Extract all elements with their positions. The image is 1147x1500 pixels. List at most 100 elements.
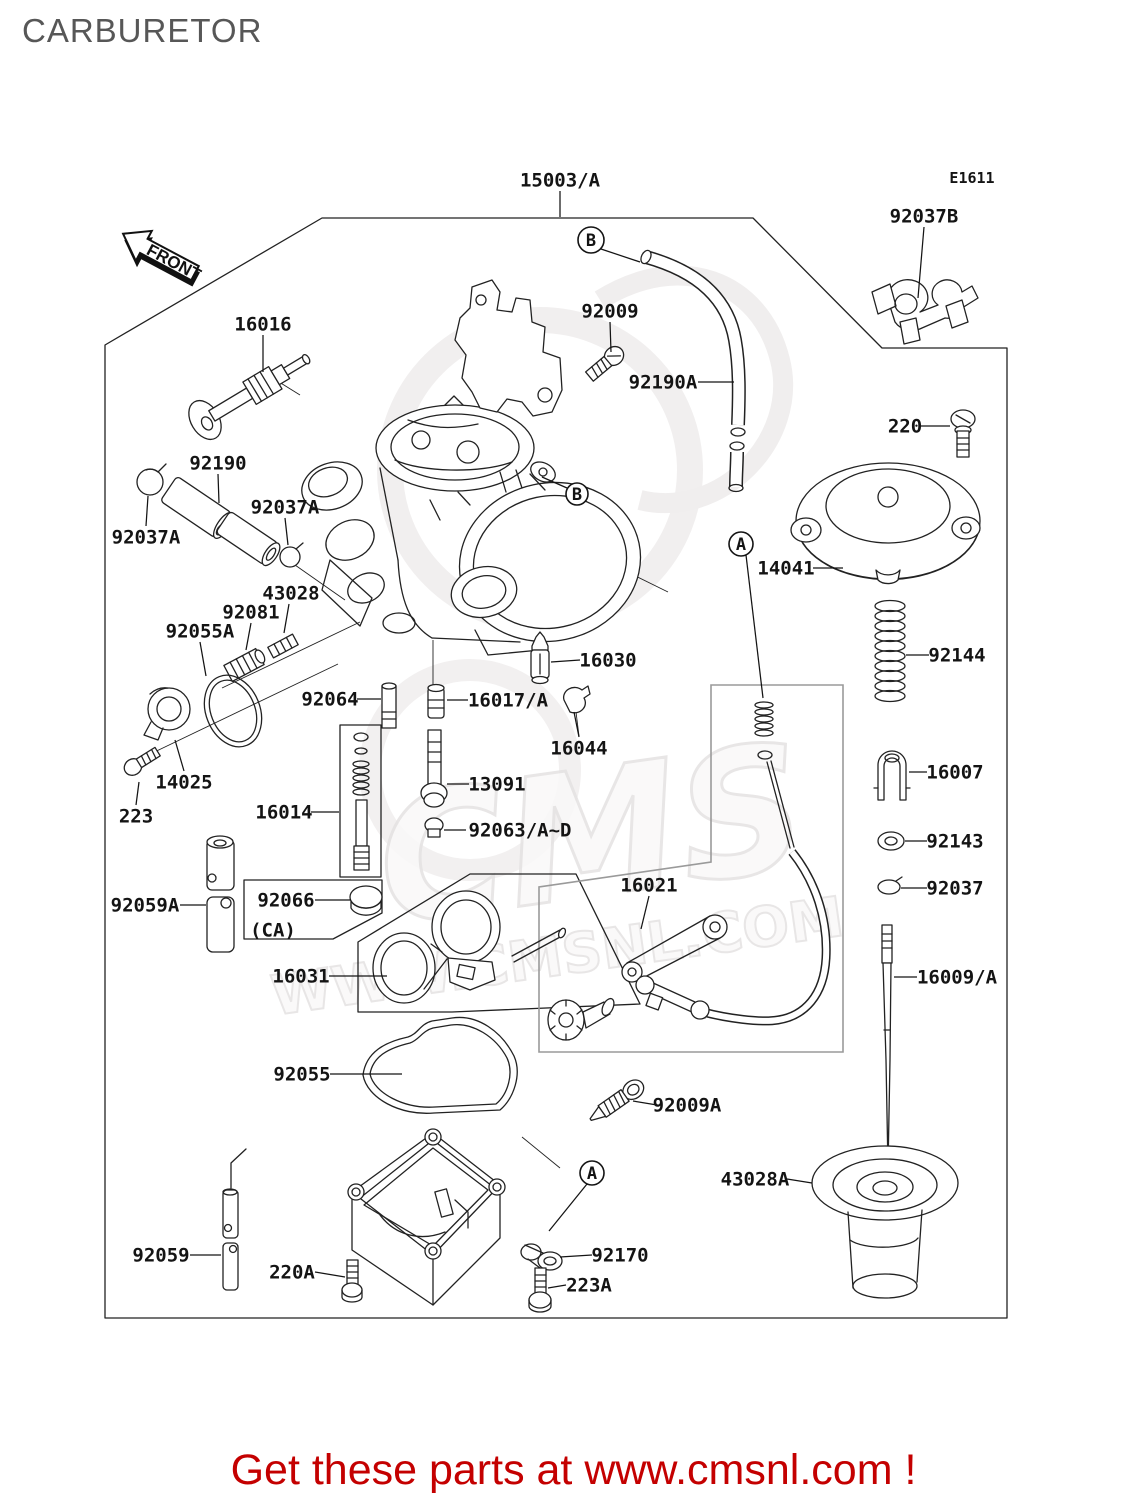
screw-223a bbox=[528, 1267, 552, 1313]
jet-16017a bbox=[427, 683, 445, 719]
part-label-223A: 223A bbox=[566, 1275, 612, 1297]
part-label-92190A: 92190A bbox=[629, 372, 698, 394]
needle-jet-16014 bbox=[352, 732, 370, 871]
callout-letter-a: A bbox=[736, 535, 746, 555]
bracket-92170 bbox=[520, 1243, 563, 1271]
cover-14041 bbox=[790, 462, 981, 585]
bolt-13091 bbox=[420, 729, 448, 808]
bracket bbox=[454, 279, 563, 417]
part-label-92170: 92170 bbox=[591, 1245, 648, 1267]
part-label-16016: 16016 bbox=[234, 314, 291, 336]
oring-92037 bbox=[877, 876, 903, 895]
float-bowl bbox=[347, 1128, 506, 1306]
part-label-92144: 92144 bbox=[928, 645, 985, 667]
clip-92037a-2 bbox=[279, 542, 304, 568]
part-label-92037: 92037 bbox=[926, 878, 983, 900]
part-label-92190: 92190 bbox=[189, 453, 246, 475]
tube-92059 bbox=[222, 1148, 247, 1291]
part-label-92009: 92009 bbox=[581, 301, 638, 323]
clip-16044 bbox=[562, 685, 591, 714]
part-label-16031: 16031 bbox=[272, 966, 329, 988]
clamp-92037b bbox=[871, 279, 979, 345]
screw-223 bbox=[123, 746, 161, 776]
part-label-14041: 14041 bbox=[757, 558, 814, 580]
callout-b bbox=[565, 482, 589, 506]
part-label-92064: 92064 bbox=[301, 689, 358, 711]
part-label-CA: (CA) bbox=[250, 920, 296, 942]
tube-92190 bbox=[161, 477, 281, 567]
plug-92066 bbox=[349, 885, 383, 916]
box-16021 bbox=[538, 684, 844, 1053]
cable-assy-16021 bbox=[547, 701, 831, 1041]
part-label-92055A: 92055A bbox=[166, 621, 235, 643]
part-label-13091: 13091 bbox=[468, 774, 525, 796]
bracket-hole bbox=[537, 387, 553, 403]
part-label-92143: 92143 bbox=[926, 831, 983, 853]
callout-a bbox=[728, 531, 754, 557]
bracket-hole2 bbox=[475, 294, 487, 306]
part-label-43028: 43028 bbox=[262, 583, 319, 605]
box-16014 bbox=[339, 724, 382, 878]
part-label-15003A: 15003/A bbox=[520, 170, 601, 192]
page-title: CARBURETOR bbox=[22, 12, 263, 49]
part-label-14025: 14025 bbox=[155, 772, 212, 794]
screw-92009 bbox=[584, 345, 625, 382]
hose-92190a bbox=[640, 249, 746, 493]
jet-92081 bbox=[223, 647, 266, 683]
callout-letter-b: B bbox=[572, 485, 582, 505]
seat-14025 bbox=[143, 687, 191, 741]
part-label-16014: 16014 bbox=[255, 802, 312, 824]
part-label-16007: 16007 bbox=[926, 762, 983, 784]
part-label-220: 220 bbox=[888, 416, 922, 438]
throttle-slide-16031 bbox=[372, 890, 567, 1004]
part-label-16044: 16044 bbox=[550, 738, 607, 760]
part-label-16009A: 16009/A bbox=[917, 967, 998, 989]
tubes-92059a bbox=[206, 835, 235, 953]
part-label-92037A: 92037A bbox=[251, 497, 320, 519]
screw-92009a bbox=[589, 1079, 645, 1122]
spring-92144 bbox=[874, 599, 906, 703]
part-label-92037A: 92037A bbox=[112, 527, 181, 549]
part-label-92059: 92059 bbox=[132, 1245, 189, 1267]
box-16031 bbox=[357, 873, 641, 1013]
carburetor-body bbox=[301, 395, 642, 656]
callout-letter-a: A bbox=[587, 1164, 597, 1184]
oring-92055a bbox=[203, 674, 263, 748]
holder-16007 bbox=[873, 750, 911, 801]
part-label-16021: 16021 bbox=[620, 875, 677, 897]
gasket-92055 bbox=[362, 1016, 518, 1114]
part-label-92055: 92055 bbox=[273, 1064, 330, 1086]
part-label-92063AD: 92063/A~D bbox=[469, 820, 572, 842]
part-label-220A: 220A bbox=[269, 1262, 315, 1284]
part-label-92037B: 92037B bbox=[890, 206, 959, 228]
plunger-16016 bbox=[188, 354, 311, 441]
part-label-223: 223 bbox=[119, 806, 153, 828]
part-label-16017A: 16017/A bbox=[468, 690, 549, 712]
diaphragm-43028a bbox=[811, 1145, 959, 1299]
part-label-16030: 16030 bbox=[579, 650, 636, 672]
jet-92064 bbox=[381, 682, 397, 729]
part-label-92009A: 92009A bbox=[653, 1095, 722, 1117]
plug-92063 bbox=[424, 817, 444, 838]
part-label-92081: 92081 bbox=[222, 602, 279, 624]
front-arrow: FRONT bbox=[121, 229, 205, 287]
callout-b bbox=[577, 226, 605, 254]
washer-92143 bbox=[877, 831, 905, 851]
valve-16030 bbox=[530, 631, 550, 685]
screw-220a bbox=[341, 1259, 363, 1303]
part-label-43028A: 43028A bbox=[721, 1169, 790, 1191]
clip-92037a-1 bbox=[136, 463, 167, 496]
screw-220 bbox=[950, 409, 976, 458]
jet-43028 bbox=[267, 633, 299, 659]
footer-promo: Get these parts at www.cmsnl.com ! bbox=[230, 1446, 917, 1494]
diagram-code: E1611 bbox=[949, 169, 994, 187]
label-layer: 15003/A92037B160169200992190A22014041921… bbox=[111, 170, 998, 1297]
box-92066 bbox=[243, 879, 383, 940]
diagram-border bbox=[104, 217, 1008, 1319]
part-label-92066: 92066 bbox=[257, 890, 314, 912]
callout-a bbox=[579, 1160, 605, 1186]
part-label-92059A: 92059A bbox=[111, 895, 180, 917]
needle-16009a bbox=[881, 924, 893, 1169]
